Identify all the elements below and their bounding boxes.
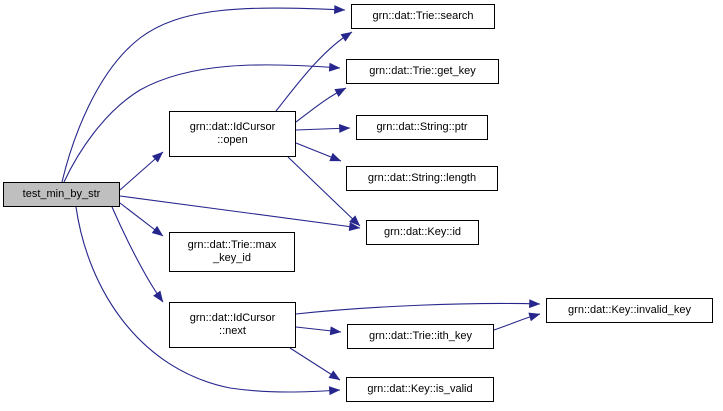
graph-node-label: grn::dat::Trie::ith_key: [369, 330, 472, 342]
arrowhead-icon: [328, 62, 341, 72]
graph-node-label: grn::dat::IdCursor ::open: [189, 121, 276, 146]
arrowhead-icon: [348, 222, 361, 231]
graph-node-label: grn::dat::Trie::search: [372, 10, 474, 22]
arrowhead-icon: [349, 215, 361, 227]
call-edge-open-to-key_id: [287, 156, 361, 227]
call-edge-ith_key-to-invalid_key: [493, 312, 541, 331]
edge-line: [295, 302, 541, 315]
edge-line: [287, 156, 361, 227]
call-edge-next-to-invalid_key: [295, 299, 541, 315]
arrowhead-icon: [334, 87, 347, 98]
arrowhead-icon: [329, 326, 342, 336]
arrowhead-icon: [528, 312, 541, 322]
call-edge-root-to-next: [111, 206, 164, 303]
arrowhead-icon: [329, 152, 342, 162]
graph-node-label: grn::dat::Trie::max _key_id: [187, 239, 277, 264]
call-edge-root-to-get_key: [63, 62, 341, 183]
graph-node-label: grn::dat::Trie::get_key: [369, 65, 476, 77]
graph-node-label: grn::dat::String::ptr: [376, 121, 468, 133]
arrowhead-icon: [529, 299, 541, 309]
call-edge-root-to-max_key_id: [119, 202, 164, 237]
call-edge-next-to-is_valid: [289, 347, 341, 381]
edge-line: [75, 206, 341, 393]
arrowhead-icon: [151, 225, 164, 237]
graph-node-label: grn::dat::Key::invalid_key: [568, 304, 691, 316]
graph-node-label: grn::dat::String::length: [367, 172, 477, 184]
call-edge-root-to-is_valid: [75, 206, 341, 396]
call-edge-open-to-get_key: [295, 87, 347, 123]
graph-node-label: test_min_by_str: [22, 188, 101, 200]
arrowhead-icon: [340, 31, 353, 42]
arrowhead-icon: [334, 5, 346, 14]
graph-node-max_key_id[interactable]: grn::dat::Trie::max _key_id: [169, 232, 295, 272]
graph-node-length[interactable]: grn::dat::String::length: [346, 166, 498, 191]
edge-line: [111, 206, 164, 303]
arrowhead-icon: [339, 123, 351, 133]
arrowhead-icon: [328, 386, 341, 396]
call-edge-open-to-ptr: [295, 123, 351, 133]
call-edge-root-to-open: [119, 151, 164, 191]
call-edge-root-to-key_id: [119, 195, 361, 231]
call-edge-root-to-search: [61, 5, 346, 183]
arrowhead-icon: [151, 151, 164, 163]
graph-node-invalid_key[interactable]: grn::dat::Key::invalid_key: [546, 298, 713, 323]
graph-node-ptr[interactable]: grn::dat::String::ptr: [356, 115, 488, 140]
edge-line: [63, 64, 341, 183]
graph-node-root[interactable]: test_min_by_str: [3, 182, 120, 207]
graph-node-is_valid[interactable]: grn::dat::Key::is_valid: [346, 377, 494, 402]
arrowhead-icon: [328, 370, 341, 381]
graph-node-ith_key[interactable]: grn::dat::Trie::ith_key: [347, 324, 494, 349]
edge-line: [61, 7, 346, 183]
graph-node-search[interactable]: grn::dat::Trie::search: [351, 4, 495, 29]
call-edge-open-to-length: [295, 142, 342, 162]
edge-layer: [61, 5, 541, 396]
edge-line: [119, 195, 361, 229]
graph-node-label: grn::dat::Key::is_valid: [367, 383, 473, 395]
arrowhead-icon: [153, 290, 164, 303]
call-edge-next-to-ith_key: [295, 326, 342, 336]
graph-node-label: grn::dat::Key::id: [383, 226, 462, 238]
graph-node-next[interactable]: grn::dat::IdCursor ::next: [169, 302, 296, 348]
graph-node-label: grn::dat::IdCursor ::next: [189, 312, 276, 337]
edge-line: [275, 31, 353, 112]
graph-node-get_key[interactable]: grn::dat::Trie::get_key: [346, 59, 499, 84]
graph-node-open[interactable]: grn::dat::IdCursor ::open: [169, 111, 296, 157]
call-edge-open-to-search: [275, 31, 353, 112]
graph-node-key_id[interactable]: grn::dat::Key::id: [366, 220, 479, 245]
